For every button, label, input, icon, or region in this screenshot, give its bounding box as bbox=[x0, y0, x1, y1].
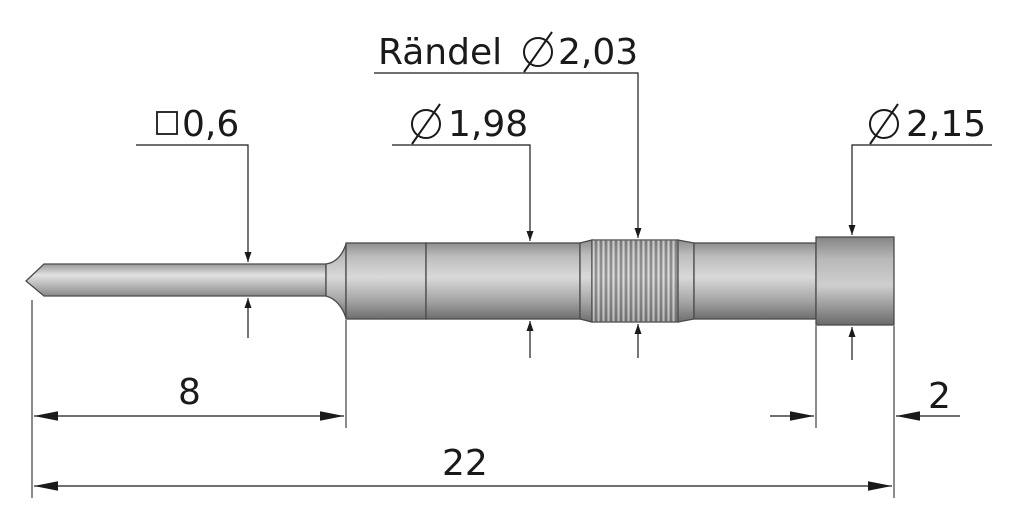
pin-length-value: 8 bbox=[178, 372, 201, 413]
dim-knurl-2-03: Rändel 2,03 bbox=[374, 31, 642, 358]
diameter-symbol-icon bbox=[523, 31, 553, 73]
square-symbol-icon bbox=[156, 111, 178, 135]
collar-length-value: 2 bbox=[928, 376, 951, 417]
dim-square-0-6: 0,6 bbox=[136, 104, 252, 338]
dim-length-22: 22 bbox=[34, 443, 892, 491]
collar bbox=[815, 236, 895, 326]
collar-dim-value: 2,15 bbox=[906, 104, 986, 145]
extension-lines bbox=[31, 300, 895, 498]
knurl-transition-right bbox=[677, 239, 695, 323]
dim-diameter-1-98: 1,98 bbox=[392, 103, 534, 358]
dim-length-2: 2 bbox=[770, 376, 960, 421]
body-dim-value: 1,98 bbox=[448, 104, 528, 145]
diameter-symbol-icon bbox=[869, 103, 899, 145]
pin-neck bbox=[325, 243, 347, 319]
knurl-label: Rändel bbox=[378, 32, 502, 73]
square-dim-value: 0,6 bbox=[182, 104, 239, 145]
knurl-shading bbox=[592, 240, 678, 322]
knurl-dim-value: 2,03 bbox=[558, 32, 638, 73]
body-section-rear bbox=[345, 242, 427, 320]
body-section-main bbox=[425, 242, 581, 320]
contact-pin-part bbox=[25, 236, 895, 326]
body-section-front bbox=[693, 242, 817, 320]
diameter-symbol-icon bbox=[411, 103, 441, 145]
square-pin bbox=[25, 263, 327, 297]
dim-length-8: 8 bbox=[34, 372, 344, 421]
knurl-transition-left bbox=[579, 239, 593, 323]
total-length-value: 22 bbox=[442, 443, 488, 484]
dim-diameter-2-15: 2,15 bbox=[848, 103, 992, 360]
